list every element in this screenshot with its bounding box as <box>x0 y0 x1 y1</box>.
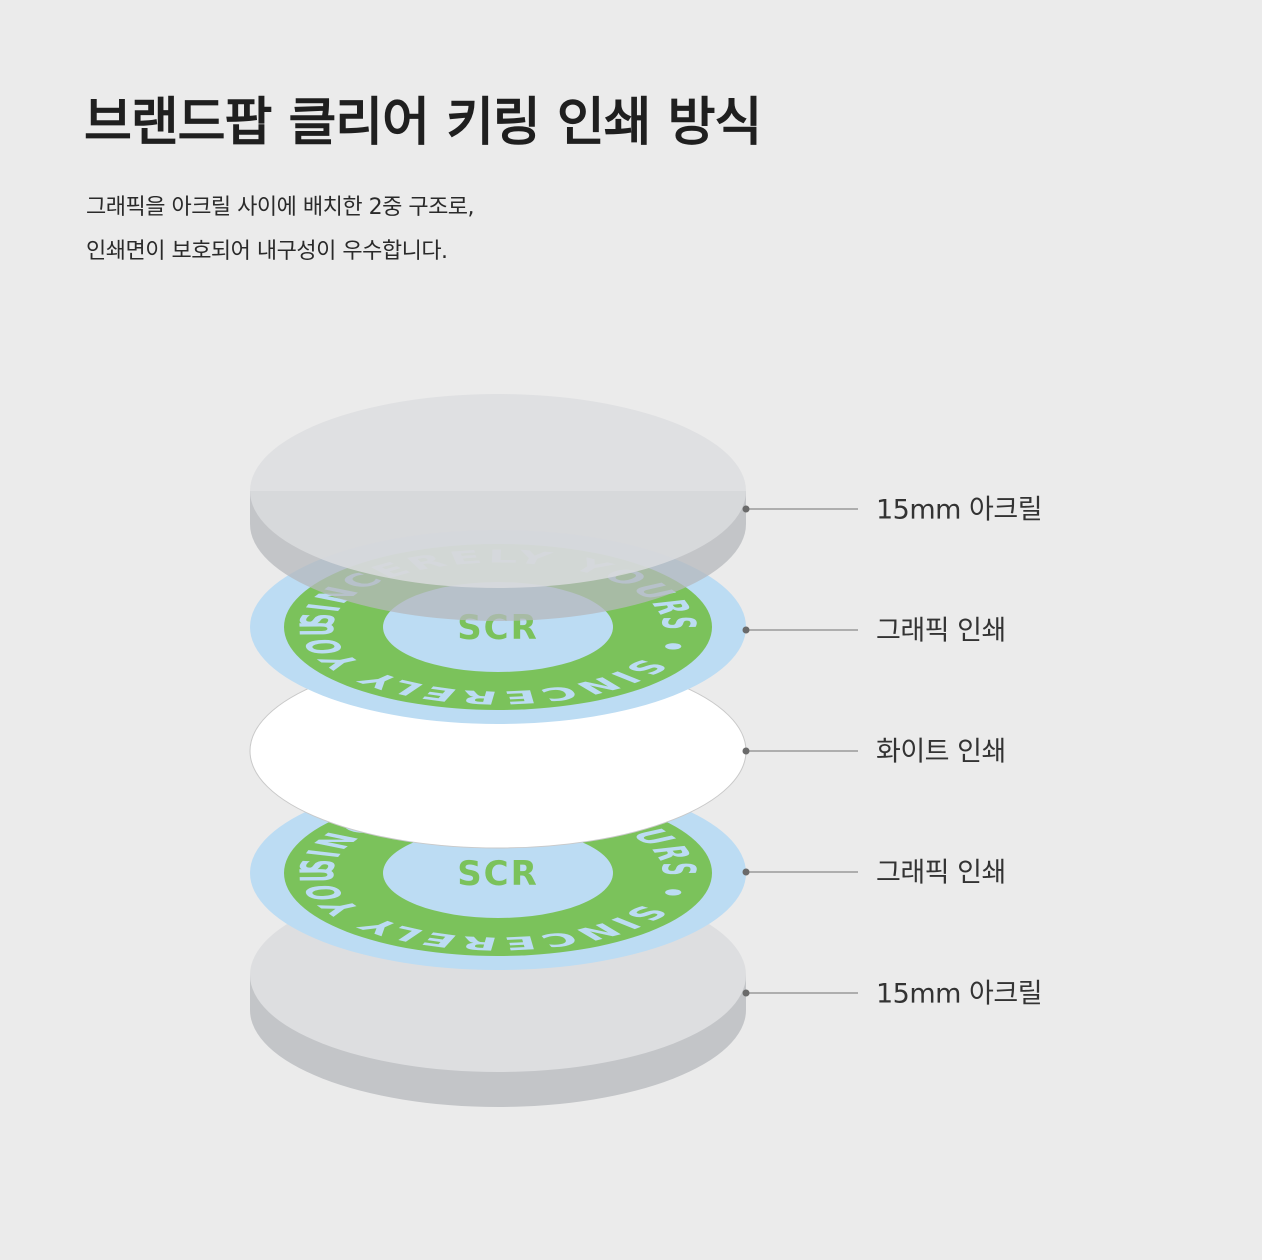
center-text-lower: SCR <box>457 854 539 894</box>
description-line-1: 그래픽을 아크릴 사이에 배치한 2중 구조로, <box>86 195 475 220</box>
page-title: 브랜드팝 클리어 키링 인쇄 방식 <box>84 93 762 153</box>
layer-label-white: 화이트 인쇄 <box>876 736 1006 768</box>
layer-label-acrylic-bottom: 15mm 아크릴 <box>876 978 1043 1010</box>
acrylic-disc-top <box>250 394 746 621</box>
layer-label-graphic-upper: 그래픽 인쇄 <box>876 615 1006 647</box>
layer-label-graphic-lower: 그래픽 인쇄 <box>876 857 1006 889</box>
leader-lines <box>742 505 858 997</box>
layer-label-acrylic-top: 15mm 아크릴 <box>876 494 1043 526</box>
description-line-2: 인쇄면이 보호되어 내구성이 우수합니다. <box>86 239 448 264</box>
description: 그래픽을 아크릴 사이에 배치한 2중 구조로, 인쇄면이 보호되어 내구성이 … <box>86 186 475 274</box>
